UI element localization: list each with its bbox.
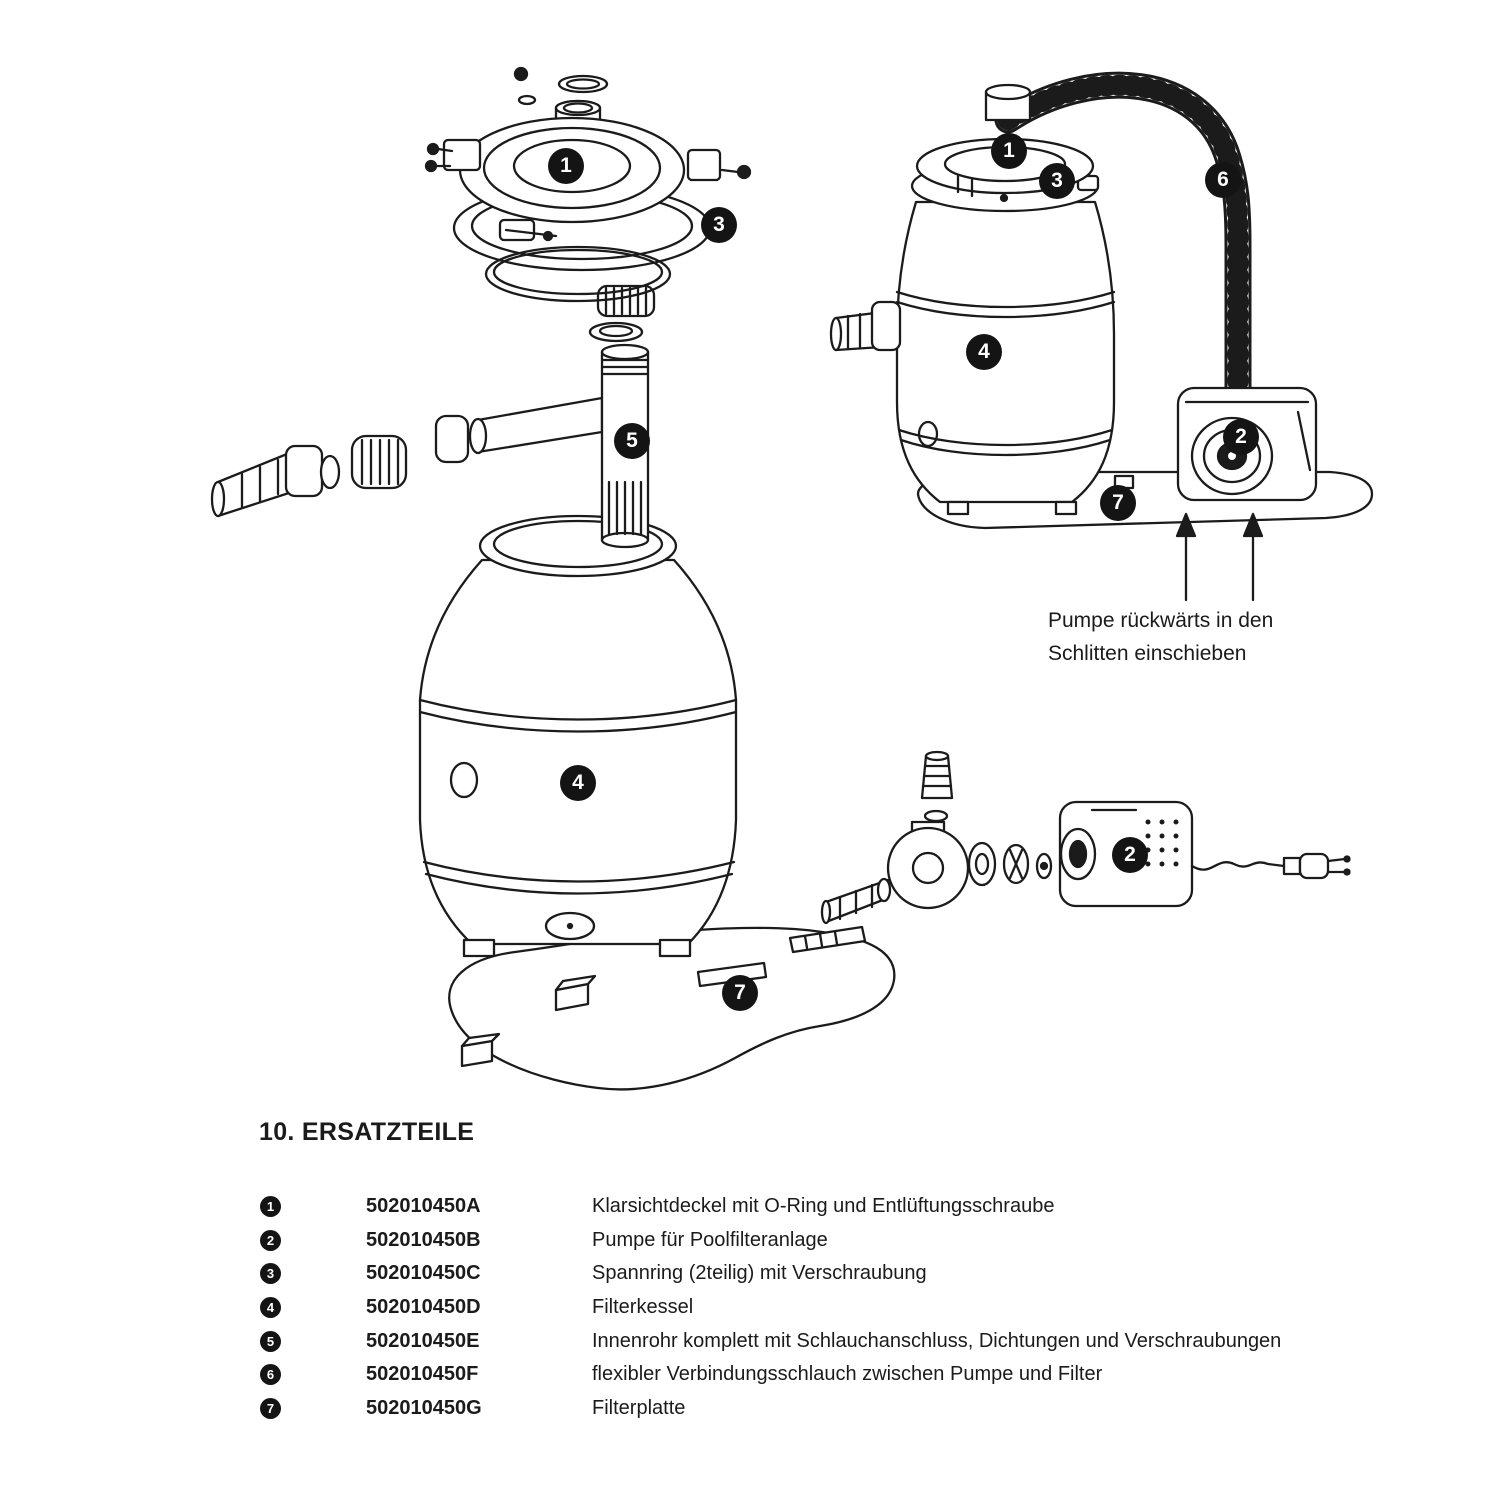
lid-o-ring bbox=[484, 245, 672, 303]
vent-screw-parts bbox=[513, 66, 609, 106]
part-row: 3 502010450C Spannring (2teilig) mit Ver… bbox=[260, 1257, 1360, 1291]
part-row: 2 502010450B Pumpe für Poolfilteranlage bbox=[260, 1224, 1360, 1258]
part-description: flexibler Verbindungsschlauch zwischen P… bbox=[592, 1363, 1103, 1386]
part-code: 502010450B bbox=[366, 1228, 481, 1251]
parts-diagram-illustration bbox=[210, 66, 1374, 1091]
part-row: 6 502010450F flexibler Verbindungsschlau… bbox=[260, 1358, 1360, 1392]
filter-tank-assembled bbox=[829, 137, 1116, 516]
part-code: 502010450D bbox=[366, 1296, 481, 1319]
callout-clampring-assembled: 3 bbox=[1039, 163, 1075, 199]
part-code: 502010450G bbox=[366, 1396, 482, 1419]
part-number-badge: 5 bbox=[260, 1330, 281, 1352]
flexible-hose bbox=[984, 71, 1252, 406]
part-number-badge: 3 bbox=[260, 1263, 281, 1285]
part-number-badge: 1 bbox=[260, 1196, 281, 1218]
part-description: Spannring (2teilig) mit Verschraubung bbox=[592, 1262, 927, 1285]
callout-pump-detail: 2 bbox=[1112, 837, 1148, 873]
base-plate-exploded bbox=[448, 925, 896, 1091]
part-row: 7 502010450G Filterplatte bbox=[260, 1392, 1360, 1426]
pipe-fittings-small bbox=[588, 284, 656, 343]
part-description: Pumpe für Poolfilteranlage bbox=[592, 1228, 828, 1251]
section-heading: 10. ERSATZTEILE bbox=[259, 1118, 475, 1146]
insertion-arrows bbox=[1175, 512, 1264, 602]
assembled-view bbox=[829, 71, 1374, 602]
part-description: Filterkessel bbox=[592, 1296, 694, 1319]
pump-insertion-note-line1: Pumpe rückwärts in den bbox=[1048, 609, 1274, 632]
callout-lid-exploded: 1 bbox=[548, 148, 584, 184]
part-description: Klarsichtdeckel mit O-Ring und Entlüftun… bbox=[592, 1195, 1055, 1218]
part-description: Innenrohr komplett mit Schlauchanschluss… bbox=[592, 1329, 1282, 1352]
part-row: 1 502010450A Klarsichtdeckel mit O-Ring … bbox=[260, 1190, 1360, 1224]
part-code: 502010450F bbox=[366, 1363, 479, 1386]
part-number-badge: 7 bbox=[260, 1397, 281, 1419]
filter-tank-exploded bbox=[418, 514, 738, 958]
callout-baseplate-exploded: 7 bbox=[722, 975, 758, 1011]
part-code: 502010450A bbox=[366, 1195, 481, 1218]
callout-baseplate-assembled: 7 bbox=[1100, 485, 1136, 521]
part-row: 4 502010450D Filterkessel bbox=[260, 1291, 1360, 1325]
inner-pipe-assembly bbox=[210, 343, 650, 549]
part-row: 5 502010450E Innenrohr komplett mit Schl… bbox=[260, 1324, 1360, 1358]
callout-pump-assembled: 2 bbox=[1223, 419, 1259, 455]
part-code: 502010450E bbox=[366, 1329, 480, 1352]
part-number-badge: 6 bbox=[260, 1364, 281, 1386]
pump-exploded-view bbox=[820, 750, 1351, 925]
callout-tank-assembled: 4 bbox=[966, 334, 1002, 370]
pump-insertion-note-line2: Schlitten einschieben bbox=[1048, 642, 1247, 665]
part-code: 502010450C bbox=[366, 1262, 481, 1285]
filter-exploded-view bbox=[210, 66, 896, 1091]
pump-insertion-note: Pumpe rückwärts in den Schlitten einschi… bbox=[1048, 604, 1273, 670]
part-number-badge: 2 bbox=[260, 1229, 281, 1251]
part-number-badge: 4 bbox=[260, 1297, 281, 1319]
callout-clampring-exploded: 3 bbox=[701, 207, 737, 243]
callout-tank-exploded: 4 bbox=[560, 765, 596, 801]
callout-lid-assembled: 1 bbox=[991, 133, 1027, 169]
part-description: Filterplatte bbox=[592, 1396, 686, 1419]
callout-innerpipe: 5 bbox=[614, 423, 650, 459]
callout-hose: 6 bbox=[1205, 162, 1241, 198]
parts-table: 1 502010450A Klarsichtdeckel mit O-Ring … bbox=[260, 1190, 1360, 1425]
